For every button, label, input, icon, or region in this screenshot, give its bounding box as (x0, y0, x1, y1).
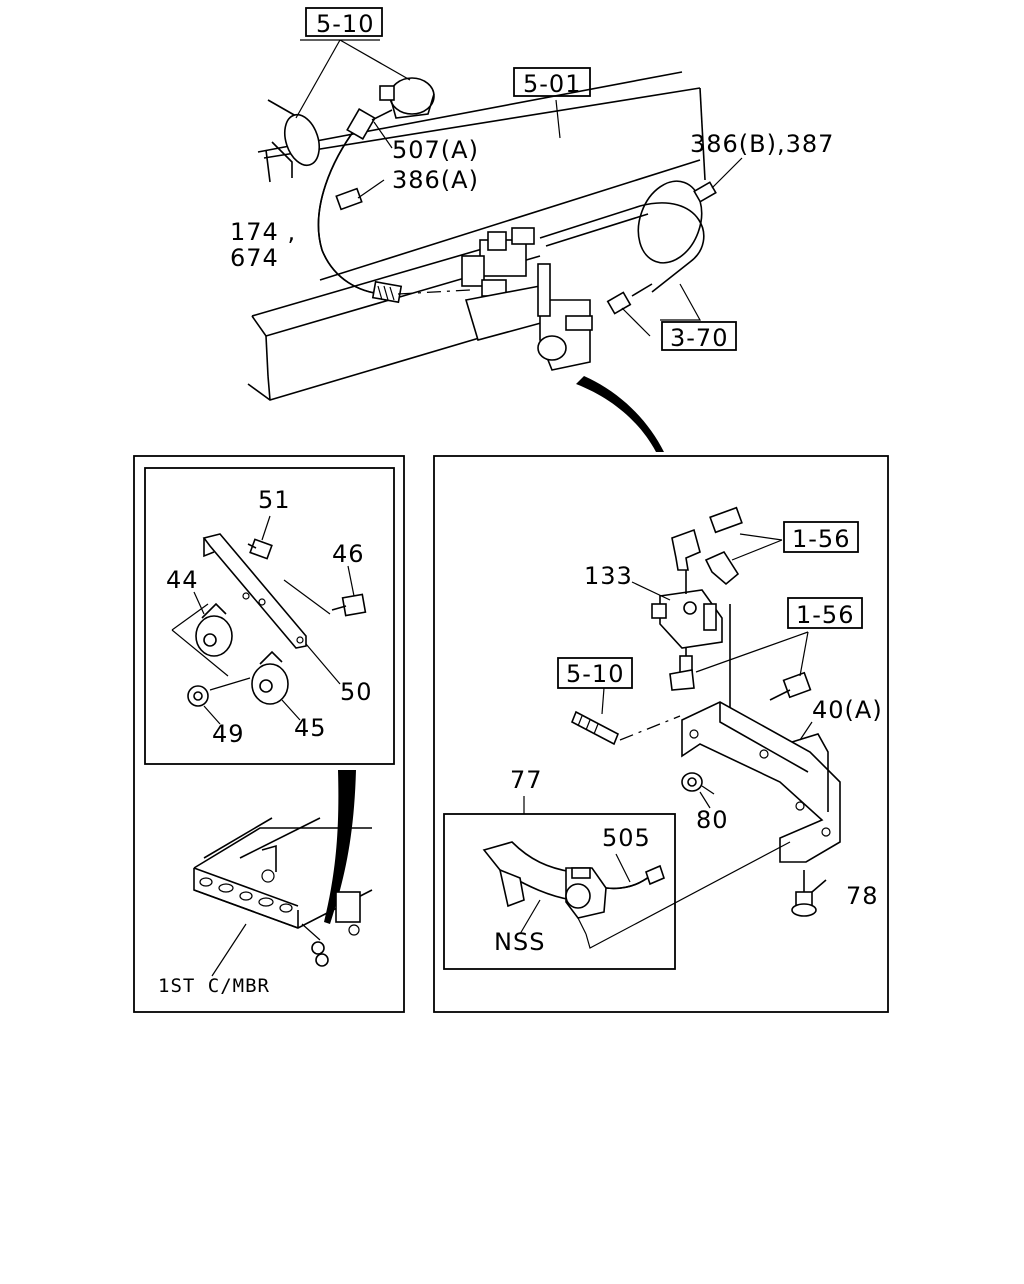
right-panel (433, 455, 889, 1013)
ref-box-5-10-mid (557, 657, 633, 689)
pointer-arrow-top (576, 376, 664, 452)
ref-1-56-a: 1-56 (792, 525, 850, 553)
left-panel (133, 455, 405, 1013)
ref-3-70: 3-70 (670, 324, 728, 352)
label-46: 46 (332, 540, 365, 568)
label-174: 174 , (230, 218, 296, 246)
horn-bracket-detail (171, 515, 367, 725)
label-133: 133 (584, 562, 633, 590)
ref-box-5-01 (513, 67, 591, 97)
frame-rail (247, 71, 706, 401)
hose-174-674 (317, 108, 403, 304)
ref-5-10-mid: 5-10 (566, 660, 624, 688)
label-40a: 40(A) (812, 696, 883, 724)
top-fittings-507a (335, 77, 435, 211)
ref-box-1-56-b (787, 597, 863, 629)
label-77: 77 (510, 766, 543, 794)
horn-detail-box (144, 467, 395, 765)
cross-member-view (193, 817, 373, 977)
ref-box-3-70 (661, 321, 737, 351)
valve-assembly-top (397, 227, 593, 371)
label-51: 51 (258, 486, 291, 514)
label-80: 80 (696, 806, 729, 834)
air-horn-nss (482, 841, 791, 949)
label-507a: 507(A) (392, 136, 479, 164)
label-44: 44 (166, 566, 199, 594)
air-line-386b-387 (539, 180, 717, 315)
label-674: 674 (230, 244, 279, 272)
ref-box-5-10-top (305, 7, 383, 37)
label-1st-cmbr: 1ST C/MBR (158, 975, 270, 997)
pointer-arrow-left (324, 770, 356, 924)
ref-1-56-b: 1-56 (796, 601, 854, 629)
label-386b-387: 386(B),387 (690, 130, 834, 158)
ref-5-01: 5-01 (523, 70, 581, 98)
label-49: 49 (212, 720, 245, 748)
label-78: 78 (846, 882, 879, 910)
valve-detail-right (570, 506, 841, 917)
air-horn-box-77 (443, 813, 676, 970)
label-45: 45 (294, 714, 327, 742)
ref-5-10-top: 5-10 (316, 10, 374, 38)
label-nss: NSS (494, 928, 545, 956)
label-50: 50 (340, 678, 373, 706)
label-386a: 386(A) (392, 166, 479, 194)
label-505: 505 (602, 824, 651, 852)
ref-box-1-56-a (783, 521, 859, 553)
leaders-top (295, 39, 743, 337)
